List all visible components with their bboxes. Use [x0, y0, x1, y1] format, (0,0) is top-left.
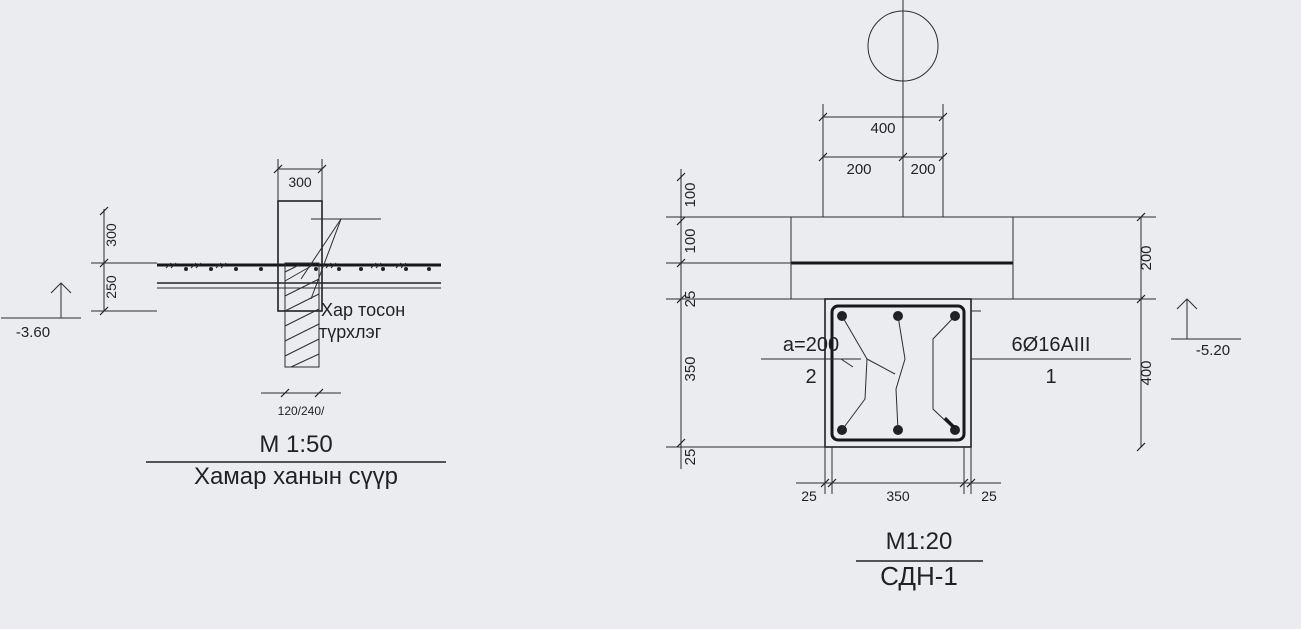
beam-section-sdn1: 6Ø16AIII 1 a=200 2 — [666, 0, 1241, 591]
scale-left: М 1:50 — [259, 431, 332, 458]
label-black-coating: Хар тосон — [321, 300, 405, 320]
dim-vertical-right: 100 100 25 350 25 — [666, 169, 825, 469]
svg-text:400: 400 — [870, 120, 895, 137]
elevation-marker-left: -3.60 — [1, 282, 81, 341]
beam-outline — [277, 200, 323, 312]
svg-text:-3.60: -3.60 — [16, 324, 50, 341]
rotated-drawing: Хар тосон түрхлэг 300 120/240/ — [1, 0, 1241, 591]
wall-footing-detail: Хар тосон түрхлэг 300 120/240/ — [1, 159, 446, 490]
svg-text:120/240/: 120/240/ — [278, 404, 325, 418]
svg-text:25: 25 — [682, 449, 699, 466]
dim-top: 400 200 200 — [818, 104, 948, 217]
section-outline — [824, 298, 972, 448]
svg-text:250: 250 — [103, 275, 119, 299]
dim-vertical-left: 200 400 — [1013, 212, 1156, 452]
label-coating-line2: түрхлэг — [319, 322, 382, 342]
scale-right: М1:20 — [886, 528, 953, 555]
leader-line-1 — [300, 218, 342, 280]
svg-text:200: 200 — [910, 161, 935, 178]
dim-vertical-heights: 300 250 — [91, 206, 157, 316]
svg-text:a=200: a=200 — [783, 334, 839, 356]
svg-text:200: 200 — [846, 161, 871, 178]
wall-outline — [284, 262, 320, 368]
svg-text:6Ø16AIII: 6Ø16AIII — [1012, 334, 1091, 356]
svg-text:350: 350 — [682, 356, 699, 381]
title-block-left: Хамар ханын сүүр М 1:50 — [146, 431, 446, 490]
svg-text:400: 400 — [1138, 360, 1155, 385]
dim-bottom: 25 350 25 — [796, 447, 1001, 504]
svg-text:100: 100 — [682, 182, 699, 207]
svg-text:300: 300 — [103, 223, 119, 247]
axis-bubble — [867, 10, 939, 82]
leader-line-2 — [310, 218, 342, 300]
svg-text:25: 25 — [801, 488, 817, 504]
dim-wall-width: 120/240/ — [261, 388, 341, 418]
svg-text:-5.20: -5.20 — [1196, 342, 1230, 359]
wall-hatch — [284, 264, 320, 368]
rebar-leaders — [841, 310, 981, 431]
elevation-marker-right: -5.20 — [1171, 298, 1241, 359]
svg-text:100: 100 — [682, 228, 699, 253]
rebar-callout-stirrup: a=200 2 — [761, 334, 861, 388]
svg-text:300: 300 — [288, 174, 312, 190]
dim-top-width: 300 — [273, 159, 327, 201]
slab-rebar-dots — [184, 267, 431, 271]
svg-text:200: 200 — [1138, 245, 1155, 270]
svg-text:1: 1 — [1045, 366, 1056, 388]
svg-text:2: 2 — [805, 366, 816, 388]
svg-text:350: 350 — [886, 488, 910, 504]
title-block-right: СДН-1 М1:20 — [856, 528, 983, 591]
svg-text:25: 25 — [981, 488, 997, 504]
title-sdn1: СДН-1 — [880, 561, 958, 591]
slab-surface-hatch — [165, 262, 407, 269]
title-wall-footing: Хамар ханын сүүр — [194, 463, 398, 490]
stirrup — [830, 304, 966, 442]
rebar-callout-main: 6Ø16AIII 1 — [971, 334, 1131, 388]
svg-text:25: 25 — [682, 291, 699, 308]
